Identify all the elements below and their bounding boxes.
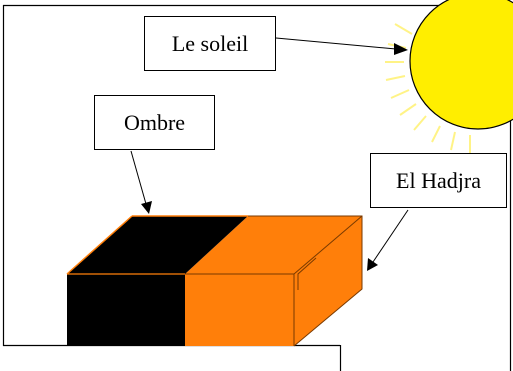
stone-front-face [185, 274, 294, 346]
sun [385, 0, 513, 154]
sun-label: Le soleil [144, 16, 276, 71]
stone-top-face [185, 216, 362, 274]
sun-rays [385, 23, 471, 154]
stone-block [185, 215, 363, 347]
shadow-block [66, 215, 248, 346]
stone-right-face [294, 216, 362, 346]
shadow-top-face [67, 216, 248, 274]
arrow-to-shadow [130, 150, 152, 214]
stone-label: El Hadjra [370, 153, 507, 208]
shadow-left-edge-highlight [66, 215, 133, 275]
arrow-to-stone [367, 209, 409, 271]
shadow-front-face [67, 274, 185, 346]
shadow-label: Ombre [94, 95, 215, 150]
sun-disc [409, 0, 513, 130]
stone-edges [185, 215, 363, 347]
arrow-to-sun [275, 37, 408, 55]
